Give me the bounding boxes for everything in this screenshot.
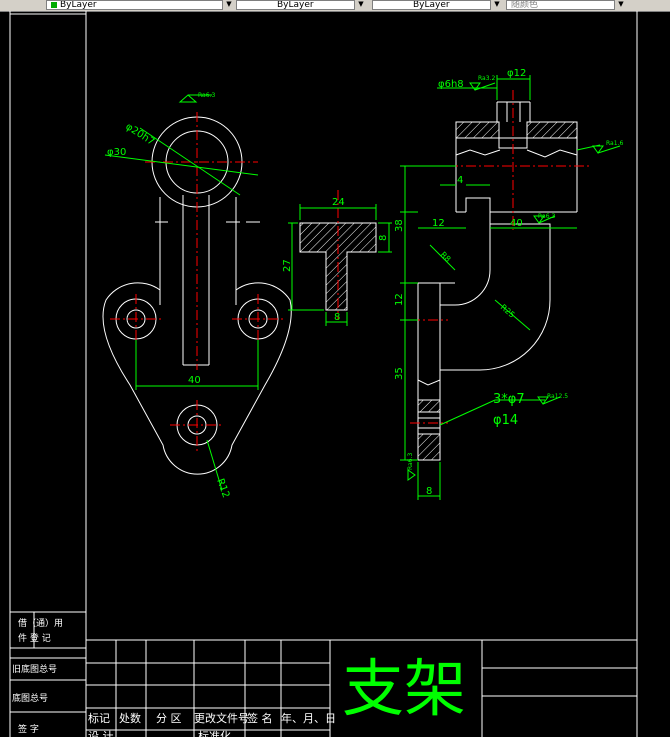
title-block-grid <box>86 639 637 737</box>
front-spacing-dim: 40 <box>188 375 201 386</box>
side-view-dimensions <box>400 75 621 500</box>
drawing-title: 支架 <box>342 652 466 725</box>
record-label-3: 底图总号 <box>12 692 48 704</box>
side-12-dim: 12 <box>432 218 445 229</box>
front-outer-dim: φ30 <box>107 147 126 158</box>
rev-header-sign: 签 名 <box>247 711 273 725</box>
front-roughness-top: Ra6.3 <box>198 92 215 99</box>
side-r8-dim: R8 <box>439 250 453 264</box>
side-shaft-ra: Ra3.2 <box>478 75 495 82</box>
side-view-centerlines <box>410 90 590 424</box>
side-plate <box>417 282 441 461</box>
rev-footer-standard: 标准化 <box>198 729 231 737</box>
section-flange-dim: 8 <box>378 235 389 241</box>
front-base-outline <box>102 282 292 475</box>
side-40-ra: Ra6.3 <box>538 213 555 220</box>
side-shaft-dim: φ6h8 <box>438 79 464 90</box>
side-view <box>417 101 578 461</box>
t-section <box>299 190 377 320</box>
rev-footer-design: 设 计 <box>88 730 114 737</box>
rev-header-zone: 分 区 <box>156 712 182 725</box>
left-record-labels: 借（通）用 件 登 记 旧底图总号 底图总号 签 字 <box>12 617 63 735</box>
holes-cbore: φ14 <box>493 413 518 428</box>
side-view-hatch <box>417 121 578 461</box>
section-height-dim: 27 <box>282 259 293 272</box>
front-view-dimensions <box>104 94 259 491</box>
section-width-dim: 24 <box>332 197 345 208</box>
side-arm-outer <box>440 212 551 371</box>
t-section-dimensions <box>288 204 392 326</box>
rev-header-docno: 更改文件号 <box>194 711 249 725</box>
record-label-1a: 借（通）用 <box>18 617 63 629</box>
front-view-centerlines <box>110 112 284 452</box>
lineweight-value: ByLayer <box>277 0 314 10</box>
front-bore-dim: φ20h7 <box>123 121 156 148</box>
section-web-dim: 8 <box>334 312 340 323</box>
side-12v-dim: 12 <box>394 293 405 306</box>
lineweight-dropdown[interactable]: ByLayer <box>236 0 364 10</box>
linetype-dropdown[interactable]: ByLayer <box>46 0 232 10</box>
rev-header-mark: 标记 <box>88 711 110 725</box>
t-section-labels: 24 8 27 8 <box>282 197 389 323</box>
side-40-dim: 40 <box>510 218 523 229</box>
holes-ra: Ra12.5 <box>547 393 568 400</box>
plotstyle-dropdown[interactable]: ByLayer <box>372 0 500 10</box>
plotstyle-color-dropdown[interactable]: 随颜色 <box>506 0 624 10</box>
properties-toolbar: ByLayer ▼ ByLayer ▼ ByLayer ▼ 随颜色 ▼ <box>0 0 670 12</box>
rev-header-count: 处数 <box>119 712 141 725</box>
side-right-ra: Ra1.6 <box>606 140 623 147</box>
front-view-labels: 40 φ30 φ20h7 R12 Ra6.3 <box>107 92 231 500</box>
side-bottom-ra: Ra6.3 <box>407 453 414 470</box>
side-bore-dim: φ12 <box>507 68 526 79</box>
linetype-value: ByLayer <box>60 0 97 10</box>
side-38-dim: 38 <box>394 219 405 232</box>
drawing-frame <box>9 11 638 737</box>
side-r25-dim: R25 <box>499 303 517 320</box>
side-bottom-8-dim: 8 <box>426 486 432 497</box>
front-radius-dim: R12 <box>214 477 231 499</box>
lineweight-dropdown-arrow[interactable]: ▼ <box>354 0 367 10</box>
plotstyle-color-value: 随颜色 <box>511 0 539 10</box>
side-35-dim: 35 <box>394 367 405 380</box>
linetype-swatch-icon <box>51 1 57 8</box>
plotstyle-value: ByLayer <box>413 0 450 10</box>
side-arm-inner <box>440 197 491 306</box>
cad-drawing-canvas[interactable]: 40 φ30 φ20h7 R12 Ra6.3 24 8 27 8 <box>0 11 670 737</box>
plotstyle-dropdown-arrow[interactable]: ▼ <box>490 0 503 10</box>
holes-note: 3*φ7 <box>493 392 525 407</box>
plotstyle-color-arrow[interactable]: ▼ <box>614 0 627 10</box>
linetype-dropdown-arrow[interactable]: ▼ <box>222 0 235 10</box>
left-record-column <box>10 611 86 713</box>
record-label-2: 旧底图总号 <box>12 663 57 675</box>
record-label-1b: 件 登 记 <box>18 632 51 644</box>
rev-header-date: 年、月、日 <box>281 711 336 725</box>
side-4-dim: 4 <box>457 175 463 186</box>
revision-headers: 标记 处数 分 区 更改文件号 签 名 年、月、日 设 计 标准化 <box>88 711 336 737</box>
record-label-4: 签 字 <box>18 723 39 735</box>
